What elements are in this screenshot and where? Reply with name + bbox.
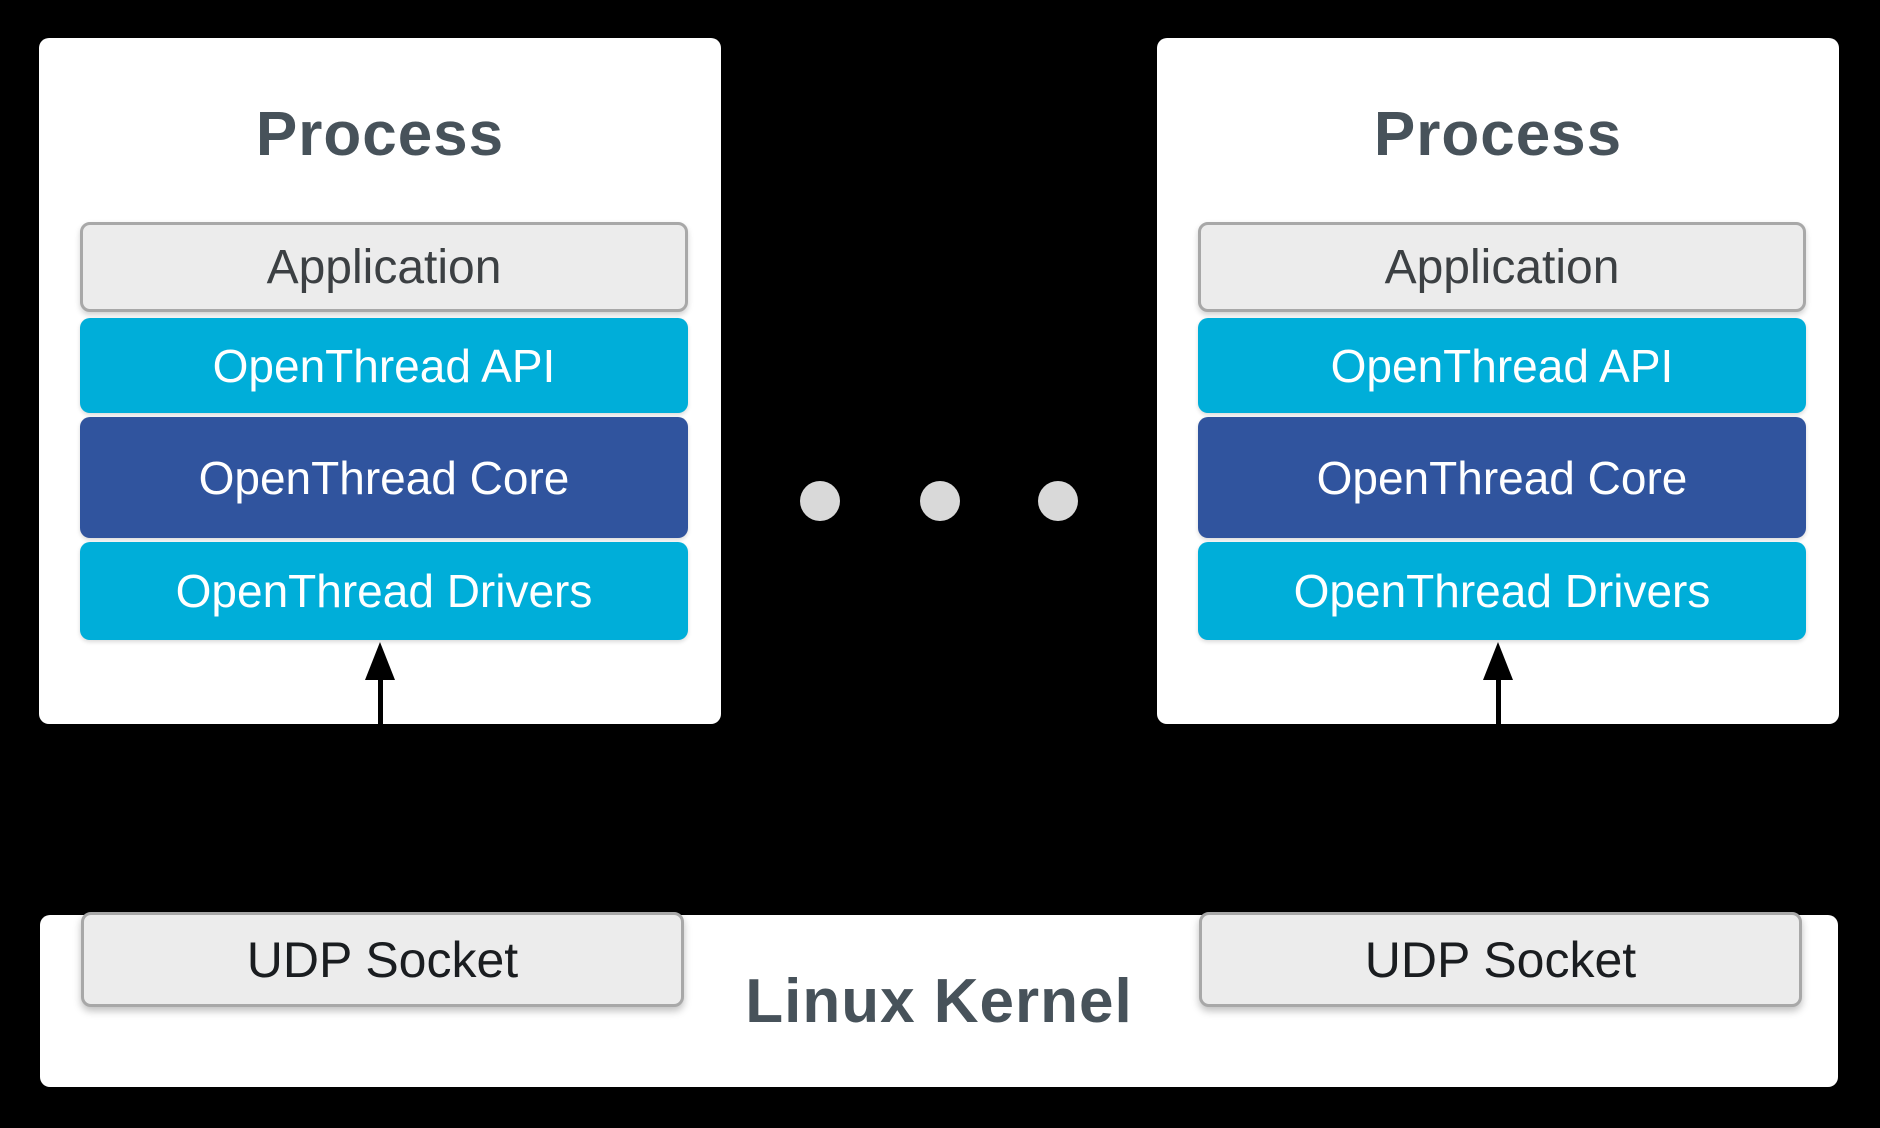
layer-application: Application [1198, 222, 1806, 312]
process-box-left: Process Application OpenThread API OpenT… [39, 38, 721, 724]
layer-application: Application [80, 222, 688, 312]
layer-openthread-core: OpenThread Core [80, 417, 688, 538]
layer-openthread-api: OpenThread API [80, 318, 688, 413]
udp-socket-box-right: UDP Socket [1199, 912, 1802, 1007]
linux-kernel-bar: Linux Kernel UDP Socket UDP Socket [40, 912, 1838, 1087]
layer-openthread-drivers-label: OpenThread Drivers [175, 565, 593, 617]
layer-openthread-api-label: OpenThread API [1330, 339, 1674, 392]
process-title: Process [1373, 100, 1623, 169]
layer-openthread-api: OpenThread API [1198, 318, 1806, 413]
layer-openthread-core-label: OpenThread Core [1316, 451, 1688, 504]
arrow-shaft [377, 676, 383, 724]
layer-openthread-core: OpenThread Core [1198, 417, 1806, 538]
ellipsis-dot [920, 481, 960, 521]
linux-kernel-label: Linux Kernel [745, 966, 1133, 1036]
arrowhead-icon [1483, 642, 1513, 680]
layer-openthread-drivers: OpenThread Drivers [1198, 542, 1806, 640]
layer-openthread-drivers: OpenThread Drivers [80, 542, 688, 640]
layer-openthread-drivers-label: OpenThread Drivers [1293, 565, 1711, 617]
ellipsis-dot [800, 481, 840, 521]
layer-application-label: Application [266, 240, 502, 294]
layer-openthread-api-label: OpenThread API [212, 339, 556, 392]
arrowhead-icon [365, 642, 395, 680]
udp-socket-label: UDP Socket [246, 931, 519, 988]
layer-application-label: Application [1384, 240, 1620, 294]
process-box-right: Process Application OpenThread API OpenT… [1157, 38, 1839, 724]
ellipsis-dot [1038, 481, 1078, 521]
udp-socket-label: UDP Socket [1364, 931, 1637, 988]
process-title: Process [255, 100, 505, 169]
arrow-shaft [1495, 676, 1501, 724]
udp-socket-box-left: UDP Socket [81, 912, 684, 1007]
layer-openthread-core-label: OpenThread Core [198, 451, 570, 504]
